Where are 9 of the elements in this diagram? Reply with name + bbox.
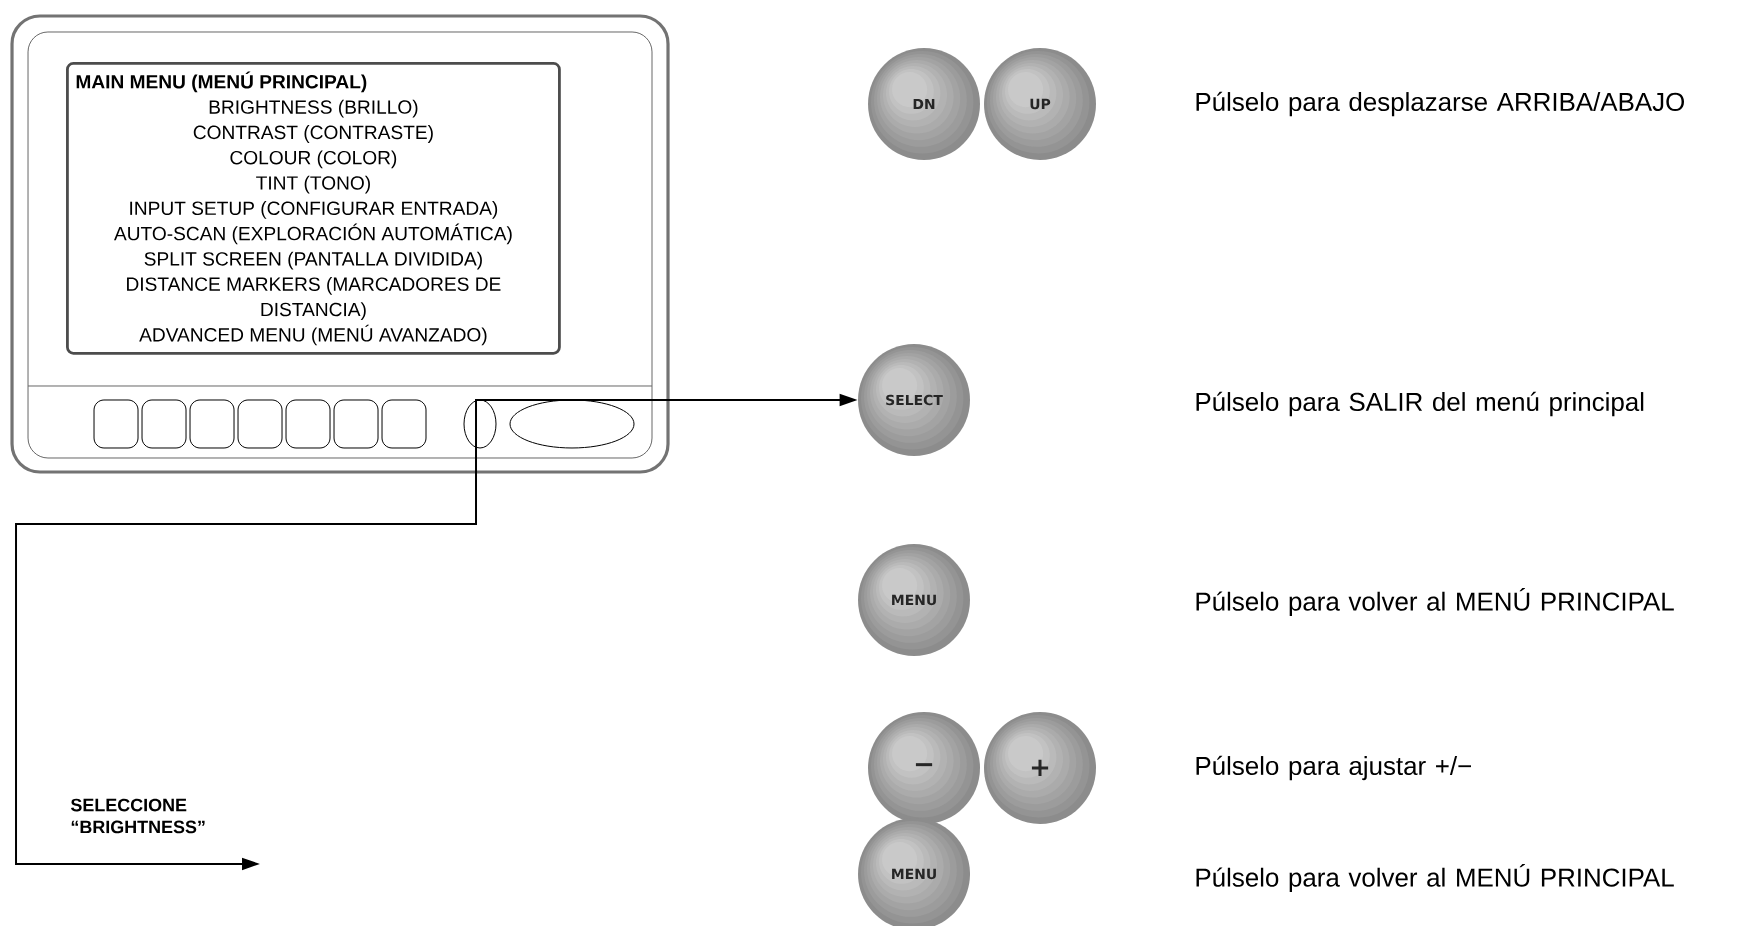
instruction-text: Púlselo para ajustar +/− [1196, 755, 1471, 781]
instruction-text: Púlselo para SALIR del menú principal [1196, 391, 1644, 417]
round-button: + [984, 712, 1096, 824]
screen: MAIN MENU (MENÚ PRINCIPAL) BRIGHTNESS (BRILLO) CONTRAST (CONTRASTE) COLOUR (COLOR) TINT (TONO) INPUT SETUP (CONFIGURAR ENTRADA) AUTO-SCAN (EXPLORACIÓN AUTOMÁTICA) SPLIT SCREEN (PANTALLA DIVIDIDA) DISTANCE MARKERS (MARCADORES DE DISTANCIA) ADVANCED MENU (MENÚ AVANZADO) [66, 62, 561, 355]
instruction-text: Púlselo para volver al MENÚ PRINCIPAL [1196, 588, 1674, 616]
round-button: − [868, 712, 980, 824]
instruction-text: Púlselo para volver al MENÚ PRINCIPAL [1196, 864, 1674, 892]
instruction-text: Púlselo para desplazarse ARRIBA/ABAJO [1196, 91, 1684, 117]
instruction-label: SELECCIONE “BRIGHTNESS” [70, 798, 205, 834]
